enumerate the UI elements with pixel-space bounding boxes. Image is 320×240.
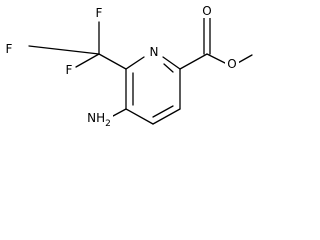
methyl-ester-group	[179, 17, 253, 70]
bond-cf3-f-bottom	[75, 53, 100, 68]
atom-amino-group: NH2	[87, 111, 111, 129]
label-bg-ester-o	[225, 56, 239, 71]
amino-subscript: 2	[105, 119, 111, 129]
label-bg-carbonyl-o	[200, 3, 214, 18]
chemical-structure-diagram: F F F N O O NH2	[3, 3, 253, 129]
bond-n1-c6	[162, 56, 181, 70]
atom-ester-oxygen: O	[227, 57, 236, 71]
bond-cf3-f-left	[28, 45, 100, 55]
label-bg-f-top	[93, 5, 105, 20]
bond-c2-n1	[125, 56, 145, 70]
atom-carbonyl-oxygen: O	[202, 4, 211, 18]
label-bg-amino	[85, 108, 113, 126]
label-bg-ring-n	[147, 44, 161, 59]
amino-symbol: NH	[87, 111, 105, 125]
bond-n1-c6-inner	[163, 63, 174, 73]
atom-f-top: F	[96, 6, 103, 20]
bond-c3-amino	[112, 108, 127, 117]
trifluoromethyl-group	[28, 21, 127, 70]
atom-f-bottom: F	[66, 63, 73, 77]
bond-c5-c4-inner	[152, 105, 174, 118]
pyridine-ring	[125, 56, 181, 125]
bond-c4-c3	[125, 108, 154, 125]
bond-carbonyl-ester-o	[206, 53, 228, 65]
label-bg-f-left	[3, 41, 15, 56]
atom-f-left: F	[6, 42, 13, 56]
label-bg-f-bottom	[63, 62, 75, 77]
bond-c5-c4	[152, 108, 181, 125]
atom-ring-nitrogen: N	[150, 45, 159, 59]
atom-label-backgrounds	[3, 3, 239, 126]
bond-c6-carbonyl	[179, 53, 208, 70]
bond-c2-cf3	[98, 53, 127, 70]
atom-labels: F F F N O O NH2	[6, 4, 237, 129]
